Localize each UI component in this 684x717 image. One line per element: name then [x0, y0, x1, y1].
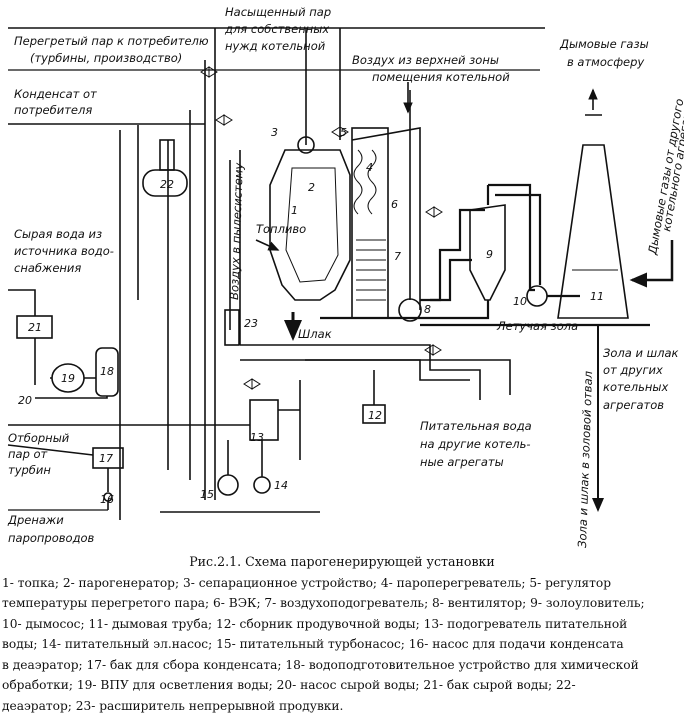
label-18: 18: [100, 365, 114, 378]
label-5: 5: [340, 126, 347, 139]
label-22: 22: [160, 178, 174, 191]
label-8: 8: [424, 303, 431, 316]
label-slag: Шлак: [298, 327, 332, 341]
label-condensate-1: Конденсат от: [14, 87, 97, 101]
feed-heater-13: [249, 399, 279, 441]
label-raw-water-2: источника водо-: [14, 244, 114, 258]
label-6: 6: [391, 198, 398, 211]
label-3: 3: [271, 126, 278, 139]
valve-icon: [215, 114, 233, 126]
steam-plant-scheme: 3 2 1 4 5 6 7 8 9 10 11 12 13 14 15 16 1…: [7, 5, 684, 548]
label-superheated-steam-1: Перегретый пар к потребителю: [14, 34, 209, 48]
caption-line: 1- топка; 2- парогенератор; 3- сепарацио…: [2, 575, 612, 590]
caption-line: обработки; 19- ВПУ для осветления воды; …: [2, 678, 576, 692]
label-21: 21: [28, 321, 42, 334]
valve-icon: [200, 66, 218, 78]
label-ash-other-4: агрегатов: [603, 398, 664, 412]
fan-8: [398, 298, 422, 322]
label-saturated-3: нужд котельной: [225, 39, 326, 53]
label-fuel: Топливо: [256, 222, 306, 236]
label-raw-water-1: Сырая вода из: [14, 227, 102, 241]
caption-line: деаэратор; 23- расширитель непрерывной п…: [2, 698, 344, 713]
label-ash-dump: Зола и шлак в золовой отвал: [575, 370, 595, 548]
label-saturated-1: Насыщенный пар: [225, 5, 331, 19]
label-7: 7: [394, 250, 401, 263]
electric-feed-pump-14: [253, 476, 271, 494]
label-superheated-steam-2: (турбины, производство): [30, 51, 182, 65]
label-condensate-2: потребителя: [14, 103, 92, 117]
label-raw-water-3: снабжения: [14, 261, 81, 275]
label-16: 16: [100, 493, 114, 506]
label-drains-1: Дренажи: [7, 513, 64, 527]
label-12: 12: [368, 409, 382, 422]
label-saturated-2: для собственных: [224, 22, 329, 36]
label-13: 13: [250, 431, 264, 444]
label-flue-atm-2: в атмосферу: [567, 55, 644, 69]
label-ash-other-2: от других: [603, 363, 663, 377]
label-drains-2: паропроводов: [8, 531, 95, 545]
caption-line: температуры перегретого пара; 6- ВЭК; 7-…: [2, 596, 645, 610]
label-extraction-2: пар от: [8, 447, 48, 461]
chimney-11: [557, 144, 629, 319]
caption-line: воды; 14- питательный эл.насос; 15- пита…: [2, 637, 624, 651]
turbo-feed-pump-15: [217, 474, 239, 496]
exhaust-fan-10: [526, 285, 548, 307]
label-air-upper-1: Воздух из верхней зоны: [352, 53, 499, 67]
label-9: 9: [486, 248, 493, 261]
label-extraction-3: турбин: [8, 463, 51, 477]
caption-line: 10- дымосос; 11- дымовая труба; 12- сбор…: [2, 616, 628, 631]
label-fly-ash: Летучая зола: [496, 319, 578, 333]
label-19: 19: [61, 372, 75, 385]
valve-icon: [424, 344, 442, 356]
caption-title: Рис.2.1. Схема парогенерирующей установк…: [189, 554, 495, 569]
figure-caption: Рис.2.1. Схема парогенерирующей установк…: [0, 552, 684, 717]
ash-collector-9: [469, 204, 506, 301]
label-feed-other-3: ные агрегаты: [420, 455, 504, 469]
label-15: 15: [200, 488, 214, 501]
label-feed-other-2: на другие котель-: [420, 437, 531, 451]
valve-icon: [425, 206, 443, 218]
separator-drum-3: [297, 136, 315, 154]
label-flue-atm-1: Дымовые газы: [559, 37, 649, 51]
blowdown-expander-23: [224, 309, 240, 346]
label-17: 17: [99, 452, 113, 465]
label-14: 14: [274, 479, 288, 492]
label-10: 10: [513, 295, 527, 308]
label-1: 1: [291, 204, 298, 217]
label-11: 11: [590, 290, 604, 303]
label-ash-other-1: Зола и шлак: [603, 346, 679, 360]
valve-icon: [243, 378, 261, 390]
label-4: 4: [366, 161, 373, 174]
label-air-to-dust: Воздух в пылесистему: [227, 162, 246, 300]
label-feed-other-1: Питательная вода: [420, 419, 532, 433]
label-air-upper-2: помещения котельной: [372, 70, 510, 84]
label-extraction-1: Отборный: [8, 431, 70, 445]
label-ash-other-3: котельных: [603, 380, 668, 394]
steam-generator-shape: [269, 149, 351, 301]
valve-icon: [331, 126, 349, 138]
label-20: 20: [18, 394, 32, 407]
label-23: 23: [244, 317, 258, 330]
label-2: 2: [308, 181, 315, 194]
caption-line: в деаэратор; 17- бак для сбора конденсат…: [2, 657, 639, 672]
